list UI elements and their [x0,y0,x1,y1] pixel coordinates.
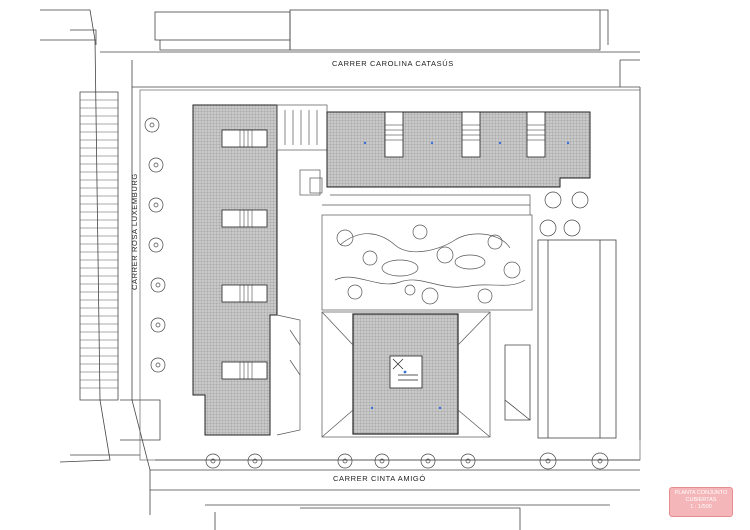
drawing-title-stamp: PLANTA CONJUNTO CUBIERTAS 1 : 1/500 [669,487,733,517]
east-block [504,239,617,439]
building-north [326,111,591,188]
west-street-trees [144,117,166,373]
stamp-line-1: PLANTA CONJUNTO [674,490,728,496]
central-surrounds [321,311,491,438]
south-street [150,469,640,530]
building-west [192,104,278,436]
east-trees [539,191,589,237]
north-blocks [40,9,609,51]
south-street-label: CARRER CINTA AMIGÓ [333,474,426,483]
courtyard-garden [321,194,533,311]
stamp-scale: 1 : 1/500 [690,504,712,510]
entry-passage [276,104,328,436]
north-street-label: CARRER CAROLINA CATASÚS [332,59,454,68]
south-street-trees [205,452,609,470]
west-street-label: CARRER ROSA LUXEMBURG [130,173,139,290]
stamp-line-2: CUBIERTAS [685,497,717,503]
west-parking-stalls [80,99,118,389]
building-central [352,313,459,435]
west-street [59,39,161,515]
